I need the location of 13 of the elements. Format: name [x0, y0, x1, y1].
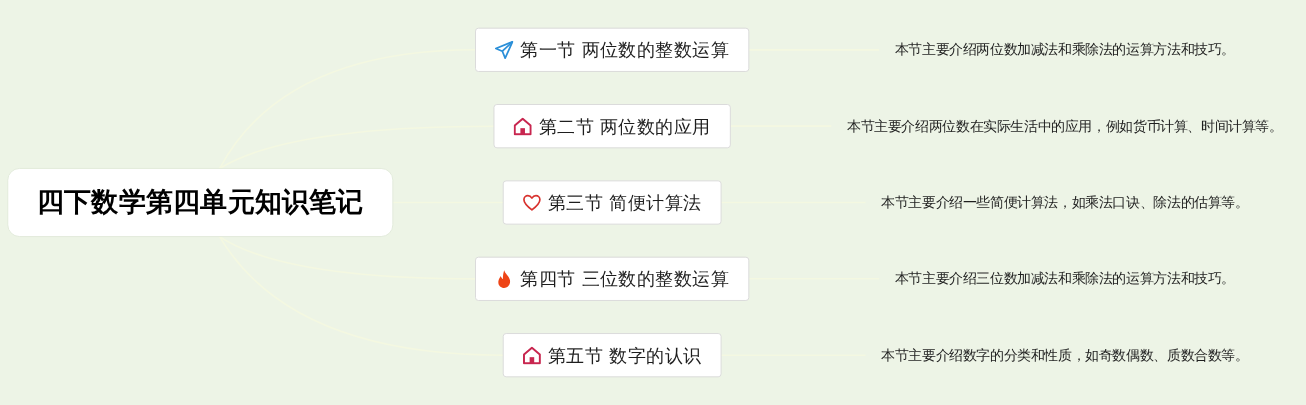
branch-line [218, 49, 477, 170]
description-text: 本节主要介绍数字的分类和性质，如奇数偶数、质数合数等。 [881, 346, 1249, 363]
description-text: 本节主要介绍两位数加减法和乘除法的运算方法和技巧。 [894, 41, 1235, 58]
description-text: 本节主要介绍一些简便计算法，如乘法口诀、除法的估算等。 [881, 194, 1249, 210]
topic-title: 第四节 三位数的整数运算 [520, 267, 730, 290]
topic-title: 第二节 两位数的应用 [538, 115, 711, 137]
description-text: 本节主要介绍三位数加减法和乘除法的运算方法和技巧。 [894, 270, 1235, 287]
branch-line [218, 235, 504, 356]
topic-title: 第一节 两位数的整数运算 [520, 38, 730, 61]
topic-title: 第三节 简便计算法 [547, 191, 702, 213]
description-text: 本节主要介绍两位数在实际生活中的应用，例如货币计算、时间计算等。 [847, 117, 1283, 134]
central-topic-text: 四下数学第四单元知识笔记 [36, 185, 364, 219]
topic-title: 第五节 数字的认识 [547, 344, 702, 366]
